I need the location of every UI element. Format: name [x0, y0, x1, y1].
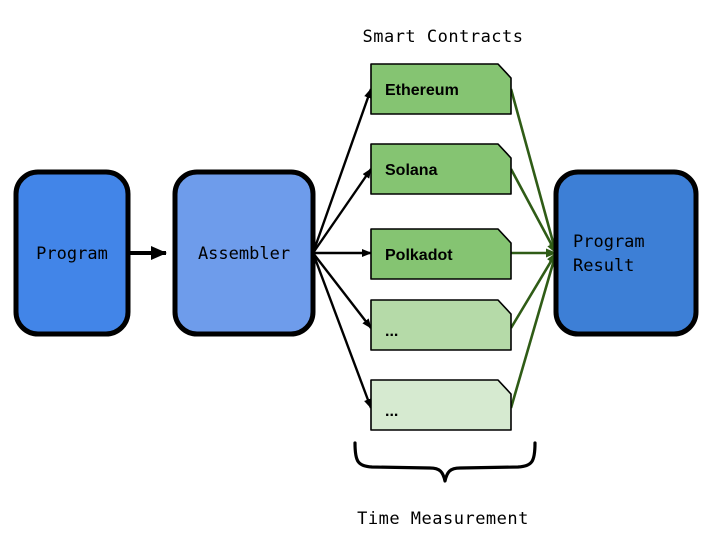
ethereum-box-shape [370, 63, 512, 115]
edge-fanout-group [311, 88, 373, 409]
more1-label: ... [385, 323, 398, 340]
program-result-label-line2: Result [573, 256, 634, 276]
edge-more2-to-result [509, 252, 558, 409]
more2-label: ... [385, 403, 398, 420]
node-contract-ethereum[interactable]: Ethereum [370, 63, 512, 115]
assembler-label: Assembler [198, 244, 290, 264]
edge-assembler-to-solana [312, 168, 372, 254]
program-box-shape [13, 169, 131, 337]
program-label: Program [36, 244, 108, 264]
more1-box-shape [370, 299, 512, 351]
polkadot-label: Polkadot [385, 247, 453, 264]
polkadot-box-shape [370, 228, 512, 280]
node-contract-polkadot[interactable]: Polkadot [370, 228, 512, 280]
node-contract-more-1[interactable]: ... [370, 299, 512, 351]
solana-box-shape [370, 143, 512, 195]
edge-fanin-group [509, 88, 558, 409]
edge-solana-to-result [509, 168, 558, 254]
solana-label: Solana [385, 162, 438, 179]
node-program-result[interactable]: Program Result [553, 169, 699, 337]
more2-box-shape [370, 379, 512, 431]
node-contract-more-2[interactable]: ... [370, 379, 512, 431]
edge-assembler-to-more-1 [312, 252, 372, 329]
ethereum-label: Ethereum [385, 82, 459, 99]
edge-assembler-to-ethereum [311, 88, 373, 254]
edge-more1-to-result [509, 252, 558, 329]
node-assembler[interactable]: Assembler [172, 169, 316, 337]
node-program[interactable]: Program [13, 169, 131, 337]
smart-contracts-title: Smart Contracts [362, 27, 523, 47]
edge-assembler-to-more-2 [311, 252, 373, 409]
time-measurement-brace [353, 441, 537, 483]
program-result-box-shape [553, 169, 699, 337]
edge-ethereum-to-result [509, 88, 558, 254]
program-result-label-line1: Program [573, 232, 645, 252]
assembler-box-shape [172, 169, 316, 337]
node-contract-solana[interactable]: Solana [370, 143, 512, 195]
time-measurement-title: Time Measurement [357, 509, 529, 529]
